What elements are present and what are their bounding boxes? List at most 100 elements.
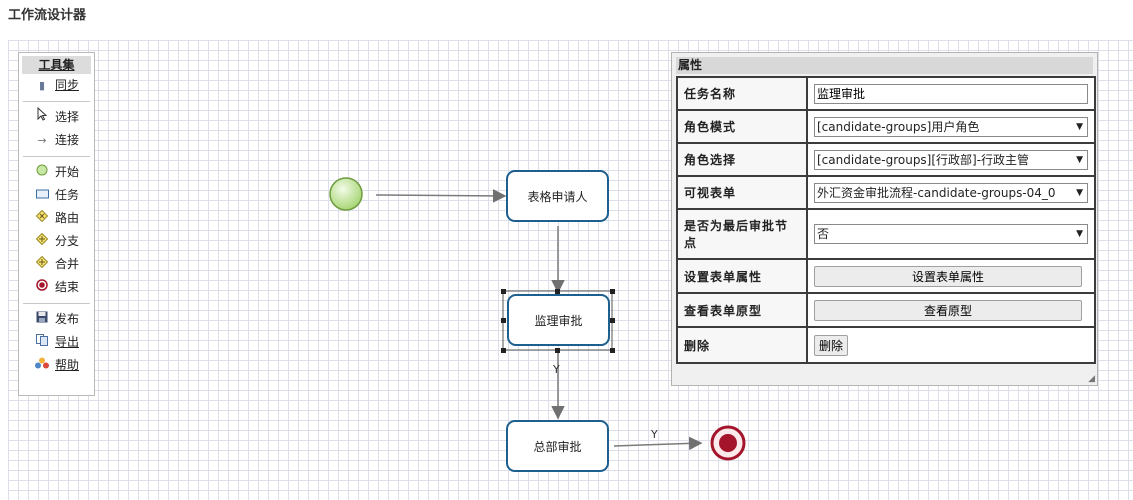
- prop-cell-set-form-props: 设置表单属性: [806, 258, 1096, 294]
- prop-row-view-form: 查看表单原型 查看原型: [676, 292, 1096, 328]
- prop-row-role-select: 角色选择 [candidate-groups][行政部]-行政主管 ▼: [676, 142, 1096, 177]
- prop-label-view-form: 查看表单原型: [676, 292, 808, 328]
- is-last-node-select[interactable]: 否 ▼: [814, 224, 1088, 244]
- cursor-icon: [35, 106, 49, 129]
- prop-cell-role-select: [candidate-groups][行政部]-行政主管 ▼: [806, 142, 1096, 177]
- prop-row-role-mode: 角色模式 [candidate-groups]用户角色 ▼: [676, 109, 1096, 144]
- prop-row-set-form-props: 设置表单属性 设置表单属性: [676, 258, 1096, 294]
- role-select-dropdown[interactable]: [candidate-groups][行政部]-行政主管 ▼: [814, 149, 1088, 170]
- tool-start[interactable]: 开始: [19, 161, 94, 184]
- prop-cell-view-form: 查看原型: [806, 292, 1096, 328]
- end-event-core: [719, 434, 737, 452]
- tool-fork[interactable]: 分支: [19, 230, 94, 253]
- tool-task[interactable]: 任务: [19, 184, 94, 207]
- resize-handle-s[interactable]: [555, 348, 560, 353]
- task-rect-icon: [35, 184, 49, 207]
- chevron-down-icon: ▼: [1076, 187, 1083, 198]
- task-node-headquarters[interactable]: 总部审批: [506, 420, 609, 472]
- visible-form-select[interactable]: 外汇资金审批流程-candidate-groups-04_0 ▼: [814, 182, 1088, 203]
- role-select-value: [candidate-groups][行政部]-行政主管: [817, 152, 1030, 167]
- tool-export[interactable]: 导出: [19, 331, 94, 354]
- prop-cell-task-name: [806, 76, 1096, 111]
- prop-label-set-form-props: 设置表单属性: [676, 258, 808, 294]
- prop-label-role-select: 角色选择: [676, 142, 808, 177]
- tool-end-label: 结束: [55, 280, 80, 294]
- tool-join[interactable]: 合并: [19, 253, 94, 276]
- prop-label-task-name: 任务名称: [676, 76, 808, 111]
- sync-icon: ▮: [38, 79, 46, 92]
- is-last-node-value: 否: [817, 227, 830, 241]
- start-circle-icon: [35, 161, 49, 184]
- task-node-supervision-label: 监理审批: [534, 313, 583, 328]
- tool-connect-label: 连接: [55, 133, 80, 147]
- chevron-down-icon: ▼: [1076, 121, 1083, 132]
- task-node-supervision[interactable]: 监理审批: [507, 294, 610, 346]
- role-mode-value: [candidate-groups]用户角色: [817, 119, 980, 134]
- edge-hq-end[interactable]: [613, 436, 703, 451]
- resize-handle-ne[interactable]: [610, 289, 615, 294]
- toolbox-title: 工具集: [22, 56, 91, 74]
- prop-row-visible-form: 可视表单 外汇资金审批流程-candidate-groups-04_0 ▼: [676, 175, 1096, 210]
- tool-publish[interactable]: 发布: [19, 308, 94, 331]
- tool-select[interactable]: 选择: [19, 106, 94, 129]
- prop-label-delete: 删除: [676, 326, 808, 364]
- tool-sync-label: 同步: [55, 78, 80, 92]
- task-node-applicant-label: 表格申请人: [527, 189, 588, 204]
- tool-start-label: 开始: [55, 165, 80, 179]
- resize-handle-e[interactable]: [610, 318, 615, 323]
- tool-join-label: 合并: [55, 257, 80, 271]
- prop-label-is-last: 是否为最后审批节点: [676, 208, 808, 260]
- tool-publish-label: 发布: [55, 312, 80, 326]
- properties-panel: 属性 任务名称 角色模式 [candidate-groups]用户角色 ▼ 角色…: [671, 52, 1098, 386]
- role-mode-select[interactable]: [candidate-groups]用户角色 ▼: [814, 116, 1088, 137]
- task-name-input[interactable]: [814, 83, 1088, 104]
- delete-button[interactable]: 删除: [814, 334, 849, 356]
- toolbox-divider: [23, 101, 90, 102]
- properties-title: 属性: [676, 57, 1093, 74]
- tool-help[interactable]: 帮助: [19, 354, 94, 377]
- task-node-applicant[interactable]: 表格申请人: [506, 170, 609, 222]
- prop-cell-role-mode: [candidate-groups]用户角色 ▼: [806, 109, 1096, 144]
- resize-handle-se[interactable]: [610, 348, 615, 353]
- export-icon: [35, 331, 49, 354]
- toolbox-divider: [23, 303, 90, 304]
- help-icon: [35, 354, 49, 377]
- resize-grip-icon[interactable]: ◢: [1088, 374, 1095, 384]
- chevron-down-icon: ▼: [1076, 229, 1083, 239]
- chevron-down-icon: ▼: [1076, 154, 1083, 165]
- resize-handle-nw[interactable]: [501, 289, 506, 294]
- tool-help-label: 帮助: [55, 358, 80, 372]
- prop-cell-delete: 删除: [806, 326, 1096, 364]
- prop-label-role-mode: 角色模式: [676, 109, 808, 144]
- prop-cell-is-last: 否 ▼: [806, 208, 1096, 260]
- page-title: 工作流设计器: [8, 8, 87, 23]
- tool-end[interactable]: 结束: [19, 276, 94, 299]
- prop-cell-visible-form: 外汇资金审批流程-candidate-groups-04_0 ▼: [806, 175, 1096, 210]
- prop-label-visible-form: 可视表单: [676, 175, 808, 210]
- properties-table: 任务名称 角色模式 [candidate-groups]用户角色 ▼ 角色选择 …: [676, 76, 1096, 364]
- diamond-icon: [35, 207, 49, 230]
- arrow-icon: →: [37, 134, 47, 147]
- start-event[interactable]: [329, 177, 363, 211]
- tool-sync[interactable]: ▮ 同步: [19, 74, 94, 97]
- toolbox-panel: 工具集 ▮ 同步 选择 → 连接 开始 任务 路由 分支 合并: [18, 52, 95, 396]
- edge-label-hq-end: Y: [651, 428, 658, 441]
- tool-task-label: 任务: [55, 188, 80, 202]
- tool-route[interactable]: 路由: [19, 207, 94, 230]
- edge-start-applicant[interactable]: [375, 189, 507, 203]
- tool-select-label: 选择: [55, 110, 80, 124]
- task-node-headquarters-label: 总部审批: [533, 439, 582, 454]
- resize-handle-n[interactable]: [555, 289, 560, 294]
- resize-handle-sw[interactable]: [501, 348, 506, 353]
- tool-connect[interactable]: → 连接: [19, 129, 94, 152]
- visible-form-value: 外汇资金审批流程-candidate-groups-04_0: [817, 185, 1056, 200]
- tool-route-label: 路由: [55, 211, 80, 225]
- resize-handle-w[interactable]: [501, 318, 506, 323]
- diamond-icon: [35, 253, 49, 276]
- set-form-props-button[interactable]: 设置表单属性: [814, 265, 1082, 287]
- toolbox-divider: [23, 156, 90, 157]
- view-prototype-button[interactable]: 查看原型: [814, 299, 1082, 321]
- prop-row-delete: 删除 删除: [676, 326, 1096, 364]
- edge-label-supervision-hq: Y: [553, 363, 560, 376]
